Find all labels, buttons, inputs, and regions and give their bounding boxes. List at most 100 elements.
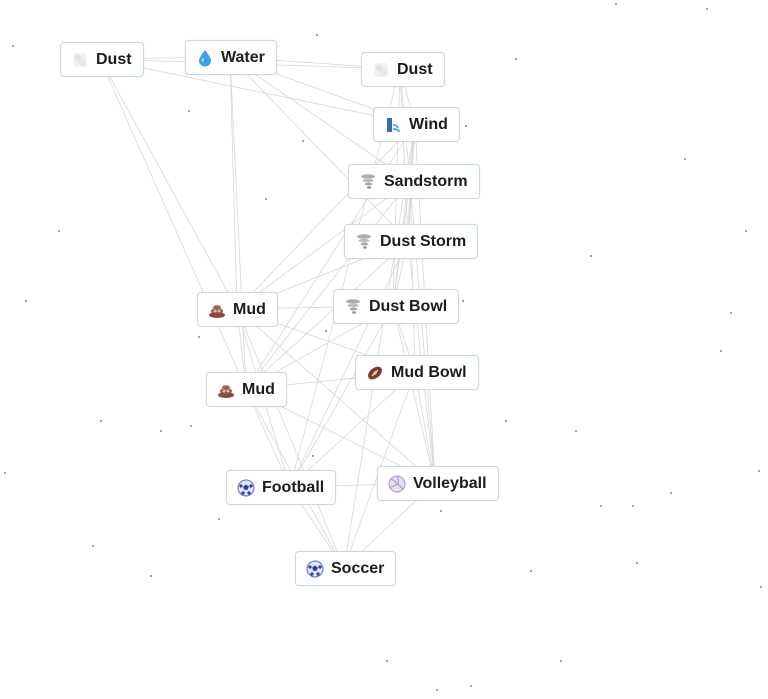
star-dot [58,230,60,232]
item-label: Wind [409,115,448,133]
item-label: Dust [96,50,132,68]
star-dot [670,492,672,494]
star-dot [92,545,94,547]
item-label: Water [221,48,265,66]
star-dot [265,198,267,200]
item-label: Mud [242,380,275,398]
star-dot [730,312,732,314]
item-sandstorm[interactable]: Sandstorm [348,164,480,199]
soccer-ball-icon [237,479,255,497]
connector-line [236,123,416,310]
item-volleyball[interactable]: Volleyball [377,466,499,501]
connector-line [245,240,409,390]
star-dot [745,230,747,232]
connector-line [409,180,416,373]
star-dot [436,689,438,691]
item-label: Mud Bowl [391,363,467,381]
item-mud[interactable]: Mud [197,292,278,327]
star-dot [530,570,532,572]
star-dot [100,420,102,422]
star-dot [302,140,304,142]
connector-line [414,371,436,484]
connector-line [289,371,416,488]
item-label: Dust Bowl [369,297,448,315]
star-dot [198,336,200,338]
star-dot [758,470,760,472]
star-dot [632,505,634,507]
wind-icon [384,116,402,134]
item-mud[interactable]: Mud [206,372,287,407]
item-dust[interactable]: Dust [361,52,445,87]
water-droplet-icon [196,49,214,67]
star-dot [316,34,318,36]
star-dot [720,350,722,352]
connector-line [229,56,238,310]
american-football-icon [366,364,384,382]
connector-line [229,56,409,242]
star-dot [188,110,190,112]
star-dot [218,518,220,520]
volleyball-icon [388,475,406,493]
item-label: Volleyball [413,474,487,492]
star-dot [312,455,314,457]
poop-icon [208,301,226,319]
item-label: Dust [397,60,433,78]
star-dot [4,472,6,474]
connector-line [245,180,411,390]
star-dot [440,510,442,512]
connector-line [236,180,411,310]
item-label: Soccer [331,559,385,577]
connector-line [399,68,409,242]
item-dust-storm[interactable]: Dust Storm [344,224,479,259]
connector-line [99,58,247,390]
item-football[interactable]: Football [226,470,337,505]
poop-icon [217,381,235,399]
star-dot [462,300,464,302]
star-dot [560,660,562,662]
item-soccer[interactable]: Soccer [295,551,397,586]
tornado-icon [344,298,362,316]
star-dot [470,685,472,687]
connector-line [99,58,238,310]
star-dot [465,125,467,127]
dust-icon [372,61,390,79]
connector-line [392,123,416,307]
item-dust-bowl[interactable]: Dust Bowl [333,289,460,324]
item-mud-bowl[interactable]: Mud Bowl [355,355,479,390]
connector-line [289,240,409,488]
star-dot [515,58,517,60]
star-dot [636,562,638,564]
item-water[interactable]: Water [185,40,277,75]
star-dot [600,505,602,507]
connector-line [236,308,436,484]
star-dot [12,45,14,47]
star-dot [575,430,577,432]
soccer-ball-icon [306,560,324,578]
star-dot [684,158,686,160]
star-dot [190,425,192,427]
connector-line [236,308,345,569]
star-dot [325,330,327,332]
connector-line [289,305,394,488]
item-wind[interactable]: Wind [373,107,460,142]
item-label: Sandstorm [384,172,468,190]
star-dot [160,430,162,432]
connector-line [99,58,416,125]
star-dot [615,3,617,5]
connector-line [229,56,247,390]
star-dot [760,586,762,588]
tornado-icon [359,173,377,191]
item-label: Football [262,478,325,496]
connector-line [392,305,436,484]
star-dot [590,255,592,257]
star-dot [150,575,152,577]
item-label: Dust Storm [380,232,467,250]
item-label: Mud [233,300,266,318]
tornado-icon [355,233,373,251]
item-dust[interactable]: Dust [60,42,144,77]
star-dot [386,660,388,662]
star-dot [25,300,27,302]
star-dot [505,420,507,422]
